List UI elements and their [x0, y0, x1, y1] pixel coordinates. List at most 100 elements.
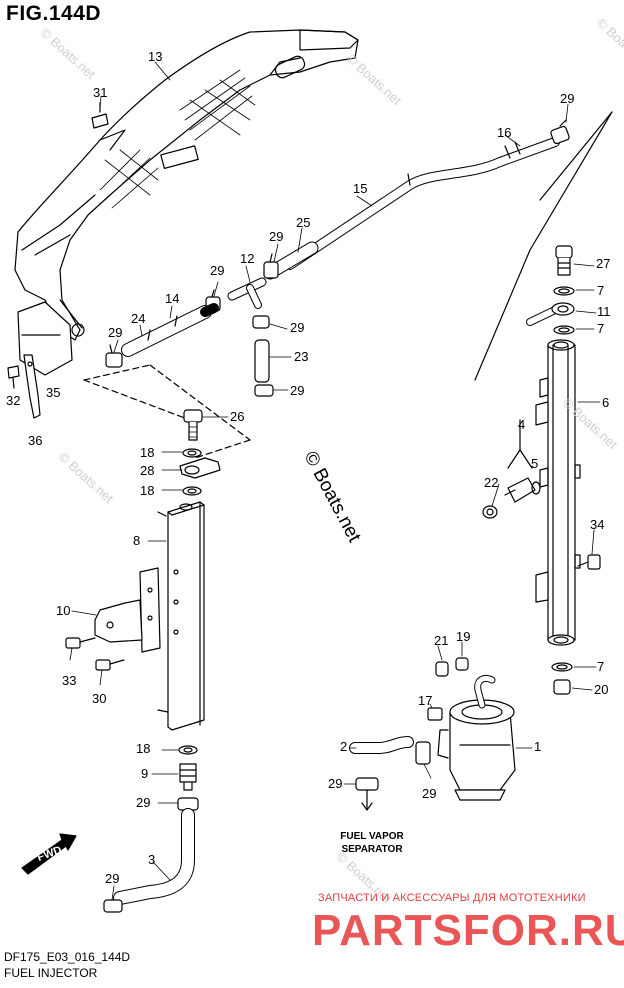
part-18-28-union	[179, 448, 221, 496]
callout-29[interactable]: 29	[560, 91, 575, 106]
callout-18[interactable]: 18	[136, 741, 151, 756]
part-3-hose	[113, 808, 195, 905]
part-29-clamp-h	[415, 741, 431, 765]
part-2-hose	[349, 736, 414, 754]
callout-29[interactable]: 29	[108, 325, 123, 340]
brand-logo-text: PARTSFOR.RU	[312, 906, 624, 955]
figure-title: FIG.144D	[6, 2, 102, 25]
callout-7[interactable]: 7	[597, 283, 605, 298]
callout-11[interactable]: 11	[597, 304, 611, 319]
callout-29[interactable]: 29	[290, 320, 305, 335]
callout-29[interactable]: 29	[105, 871, 120, 886]
note-line-2: SEPARATOR	[341, 844, 403, 855]
part-14-24-hose	[121, 303, 219, 357]
callout-33[interactable]: 33	[62, 673, 77, 688]
part-29-clamp-i	[355, 777, 379, 811]
part-22-seal	[482, 505, 498, 519]
callout-22[interactable]: 22	[484, 475, 499, 490]
part-18-washer	[178, 745, 198, 755]
part-29-clamp-d	[105, 344, 123, 368]
callout-7[interactable]: 7	[597, 659, 605, 674]
part-1-vapor-separator	[437, 674, 516, 801]
callout-27[interactable]: 27	[596, 256, 611, 271]
part-29-clamp	[550, 119, 570, 145]
leader-line	[539, 111, 613, 201]
fwd-arrow	[21, 833, 77, 875]
part-10-bracket	[94, 567, 161, 653]
callout-8[interactable]: 8	[133, 533, 141, 548]
part-11-banjo	[526, 302, 575, 326]
callout-16[interactable]: 16	[497, 125, 512, 140]
callout-25[interactable]: 25	[296, 215, 311, 230]
callout-19[interactable]: 19	[456, 629, 471, 644]
part-7-washer-b	[553, 325, 575, 335]
fuel-vapor-separator-note: FUEL VAPOR SEPARATOR	[330, 830, 414, 856]
callout-5[interactable]: 5	[531, 456, 539, 471]
callout-29[interactable]: 29	[136, 795, 151, 810]
callout-1[interactable]: 1	[534, 739, 542, 754]
part-33-bolt	[65, 637, 96, 649]
part-36-clip	[23, 354, 41, 419]
part-26-bolt	[183, 409, 203, 441]
part-21-grommet	[435, 661, 449, 677]
part-8-delivery-pipe	[157, 501, 205, 731]
part-27-bolt	[555, 245, 573, 276]
note-line-1: FUEL VAPOR	[340, 831, 404, 842]
callout-31[interactable]: 31	[93, 85, 108, 100]
callout-15[interactable]: 15	[353, 181, 368, 196]
callout-30[interactable]: 30	[92, 691, 107, 706]
callout-7[interactable]: 7	[597, 321, 605, 336]
callout-32[interactable]: 32	[6, 393, 21, 408]
callout-29[interactable]: 29	[422, 786, 437, 801]
part-19-grommet	[455, 657, 469, 671]
callout-29[interactable]: 29	[269, 229, 284, 244]
part-29-clamp-b	[263, 253, 279, 279]
callout-13[interactable]: 13	[148, 49, 163, 64]
part-12-joint	[227, 277, 267, 309]
callout-14[interactable]: 14	[165, 291, 180, 306]
callout-29[interactable]: 29	[210, 263, 225, 278]
callout-24[interactable]: 24	[131, 311, 146, 326]
brand-tagline: ЗАПЧАСТИ И АКСЕССУАРЫ ДЛЯ МОТОТЕХНИКИ	[318, 892, 586, 904]
callout-21[interactable]: 21	[434, 633, 449, 648]
part-7-washer-c	[551, 662, 573, 672]
part-6-fuel-rail	[535, 339, 581, 646]
callout-9[interactable]: 9	[141, 766, 149, 781]
callout-6[interactable]: 6	[602, 395, 610, 410]
callout-18[interactable]: 18	[140, 445, 155, 460]
part-20-plug	[553, 679, 571, 695]
part-4-injector	[504, 419, 536, 503]
leader-lines	[69, 61, 601, 901]
part-17-bolt	[427, 707, 443, 721]
callout-28[interactable]: 28	[140, 463, 155, 478]
footer-title: FUEL INJECTOR	[4, 966, 98, 980]
callout-4[interactable]: 4	[518, 417, 526, 432]
callout-35[interactable]: 35	[46, 385, 61, 400]
callout-26[interactable]: 26	[230, 409, 245, 424]
callout-29[interactable]: 29	[290, 383, 305, 398]
part-32-bolt	[7, 365, 20, 389]
part-9-fitting	[179, 763, 197, 791]
part-5-oring	[531, 481, 541, 495]
guide-line	[83, 364, 251, 441]
callout-3[interactable]: 3	[148, 852, 156, 867]
part-13-cover	[14, 29, 359, 341]
callout-20[interactable]: 20	[594, 682, 609, 697]
footer-code: DF175_E03_016_144D	[4, 950, 131, 964]
callout-10[interactable]: 10	[56, 603, 71, 618]
callout-29[interactable]: 29	[328, 776, 343, 791]
part-29-clamp-j	[103, 899, 123, 913]
callout-34[interactable]: 34	[590, 517, 605, 532]
part-30-bolt	[95, 659, 125, 671]
part-23-hose	[252, 315, 274, 397]
callout-23[interactable]: 23	[294, 349, 309, 364]
part-7-washer-a	[553, 286, 575, 296]
callout-18[interactable]: 18	[140, 483, 155, 498]
part-15-16-fuel-hose	[285, 137, 560, 270]
callout-2[interactable]: 2	[340, 739, 348, 754]
callout-12[interactable]: 12	[240, 251, 255, 266]
callout-17[interactable]: 17	[418, 693, 433, 708]
callout-36[interactable]: 36	[28, 433, 43, 448]
